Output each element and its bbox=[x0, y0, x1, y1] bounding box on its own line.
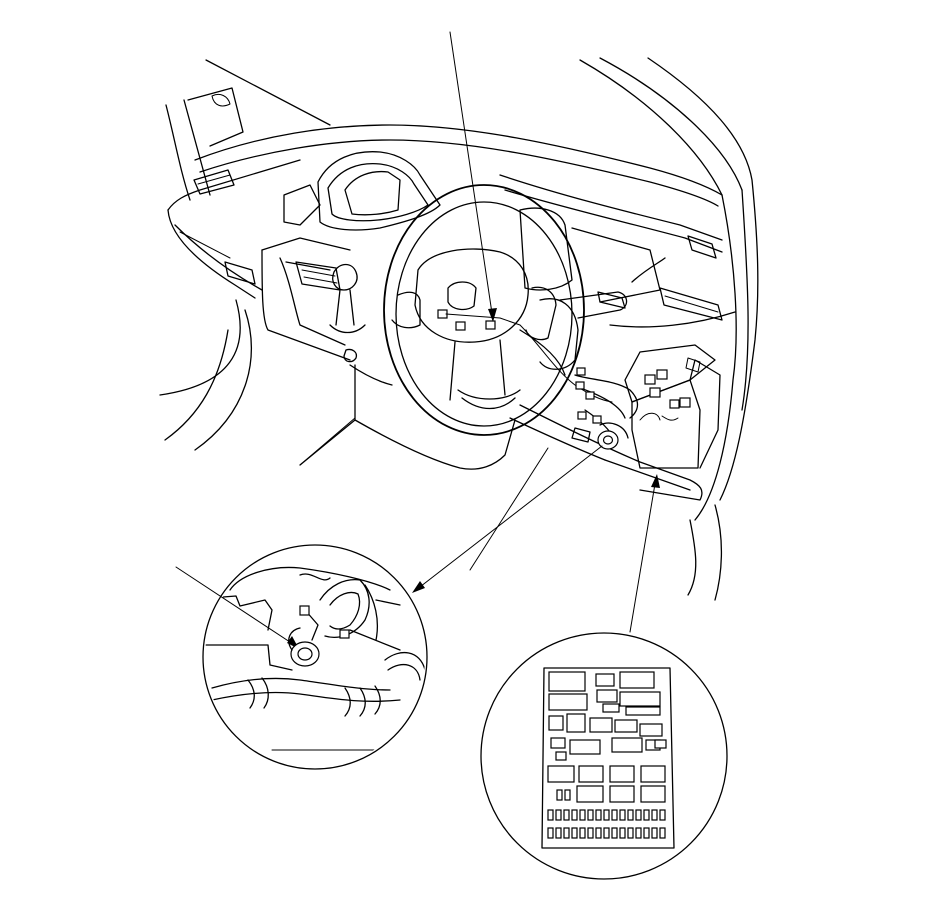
mini-fuse-row-1 bbox=[547, 809, 666, 821]
connector-c bbox=[485, 320, 496, 330]
lower-panel-callout bbox=[469, 447, 549, 571]
ground-bolt-callout bbox=[415, 445, 603, 591]
under-dash-fuse-box-detail bbox=[480, 632, 728, 880]
body-frame bbox=[159, 57, 759, 601]
dashboard bbox=[167, 124, 736, 501]
fuse-box-main bbox=[624, 344, 721, 469]
console-callout bbox=[299, 417, 356, 466]
steering-connector-callout bbox=[449, 31, 494, 321]
fuse-box-callout bbox=[629, 477, 657, 633]
connector-b bbox=[455, 321, 466, 331]
ground-bolt-detail bbox=[202, 544, 428, 770]
leaders bbox=[175, 31, 660, 649]
wire-harness bbox=[437, 309, 639, 450]
mini-fuse-row-2 bbox=[547, 827, 666, 839]
steering-wheel bbox=[383, 184, 628, 436]
